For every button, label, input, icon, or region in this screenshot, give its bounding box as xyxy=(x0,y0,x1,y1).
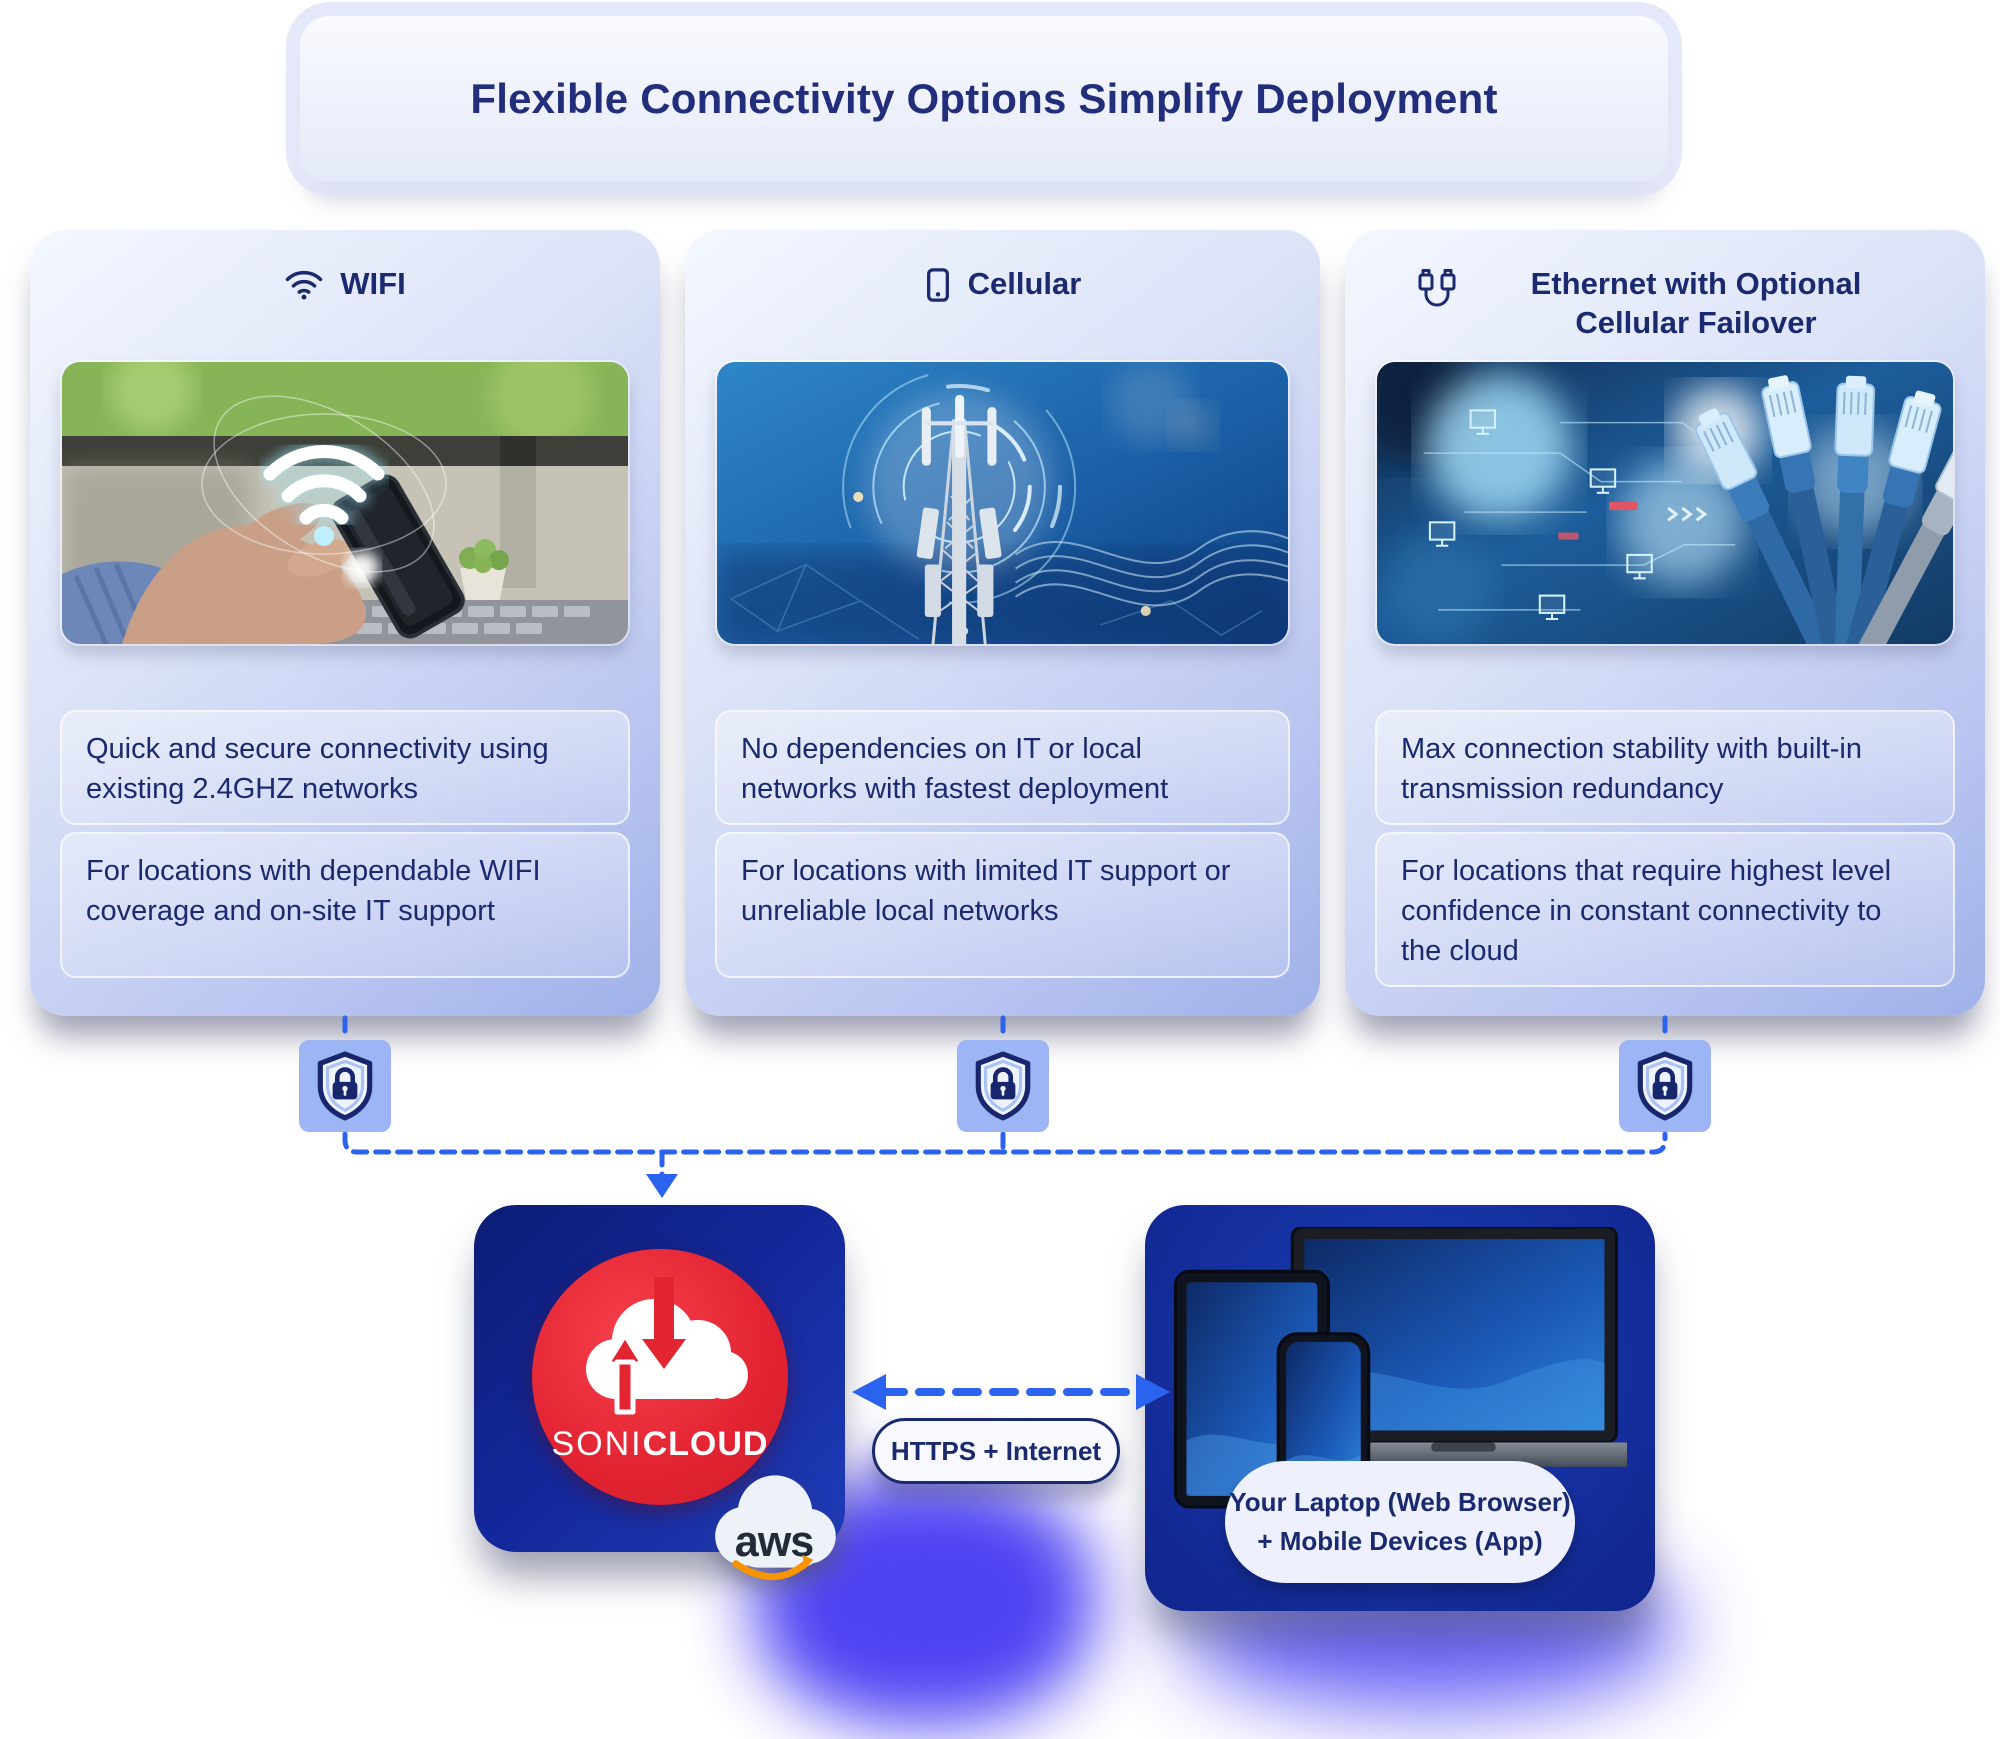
card-cellular-header: Cellular xyxy=(685,264,1320,312)
card-wifi: WIFI xyxy=(30,228,660,1016)
ethernet-usecase-text: For locations that require highest level… xyxy=(1375,832,1955,988)
card-ethernet-header: Ethernet with Optional Cellular Failover xyxy=(1345,264,1985,342)
sonicloud-box: SONICLOUD xyxy=(474,1205,845,1552)
arrow-left-icon xyxy=(852,1374,886,1410)
card-cellular: Cellular xyxy=(685,228,1320,1016)
page-title: Flexible Connectivity Options Simplify D… xyxy=(470,75,1498,122)
https-internet-label: HTTPS + Internet xyxy=(872,1418,1120,1484)
devices-label-line2: + Mobile Devices (App) xyxy=(1257,1526,1543,1556)
devices-box: Your Laptop (Web Browser) + Mobile Devic… xyxy=(1145,1205,1655,1611)
sonicloud-wordmark: SONICLOUD xyxy=(532,1425,788,1464)
cloud-transfer-icon xyxy=(586,1277,748,1415)
card-wifi-header: WIFI xyxy=(30,264,660,309)
cellular-photo xyxy=(717,362,1288,644)
devices-label-line1: Your Laptop (Web Browser) xyxy=(1229,1487,1571,1517)
ethernet-cables-icon xyxy=(1414,267,1460,316)
card-cellular-title: Cellular xyxy=(967,266,1082,301)
aws-logo: aws xyxy=(700,1446,848,1598)
ethernet-photo xyxy=(1377,362,1953,644)
sonicloud-logo: SONICLOUD xyxy=(532,1249,788,1505)
devices-label: Your Laptop (Web Browser) + Mobile Devic… xyxy=(1225,1461,1575,1583)
shield-lock-icon xyxy=(299,1040,391,1132)
shield-lock-icon xyxy=(1619,1040,1711,1132)
brand-suffix: CLOUD xyxy=(642,1425,769,1463)
wifi-photo xyxy=(62,362,628,644)
brand-prefix: SONI xyxy=(551,1425,643,1463)
ethernet-benefit-text: Max connection stability with built-in t… xyxy=(1375,710,1955,826)
card-wifi-title: WIFI xyxy=(340,266,406,301)
arrow-down-icon xyxy=(646,1174,678,1198)
wifi-usecase-text: For locations with dependable WIFI cover… xyxy=(60,832,630,978)
smartphone-icon xyxy=(924,267,952,312)
cellular-usecase-text: For locations with limited IT support or… xyxy=(715,832,1290,978)
wifi-icon xyxy=(284,267,324,309)
cellular-benefit-text: No dependencies on IT or local networks … xyxy=(715,710,1290,826)
aws-label: aws xyxy=(735,1518,814,1566)
wifi-benefit-text: Quick and secure connectivity using exis… xyxy=(60,710,630,826)
card-ethernet: Ethernet with Optional Cellular Failover xyxy=(1345,228,1985,1016)
shield-lock-icon xyxy=(957,1040,1049,1132)
card-ethernet-title: Ethernet with Optional Cellular Failover xyxy=(1530,266,1862,341)
header-banner: Flexible Connectivity Options Simplify D… xyxy=(300,16,1668,182)
